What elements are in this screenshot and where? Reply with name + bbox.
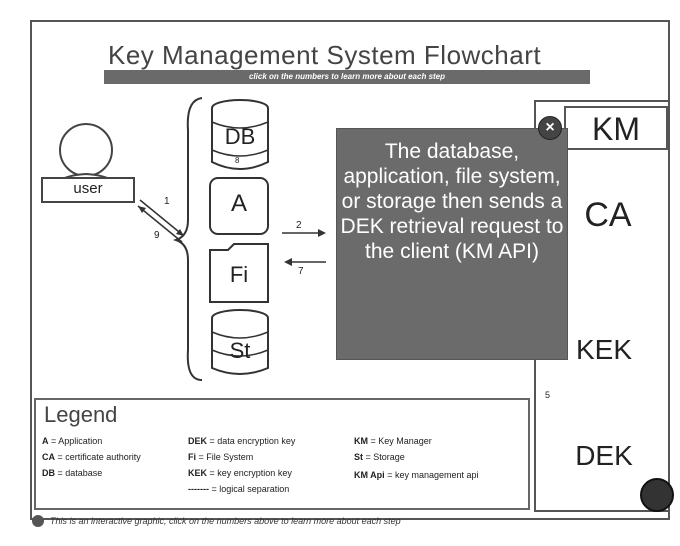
ca-label: CA [584,196,632,234]
file-system-folder-icon[interactable] [209,243,269,303]
application-box[interactable] [209,177,269,235]
step-number-8[interactable]: 8 [235,156,240,165]
footnote-text: This is an interactive graphic, click on… [50,516,401,526]
arrow-step-7[interactable] [284,258,326,266]
storage-label: St [229,338,251,363]
legend-item: KM Api = key management api [354,470,479,480]
legend-item: CA = certificate authority [42,452,141,462]
kek-label: KEK [575,334,633,365]
arrow-step-1[interactable] [139,199,185,237]
step-number-2[interactable]: 2 [296,220,302,231]
storage-cylinder-icon[interactable] [211,309,269,375]
compass-badge-icon[interactable] [640,478,674,512]
km-header[interactable]: KM [564,106,668,150]
application-label: A [230,190,247,217]
file-system-label: Fi [229,262,249,287]
arrow-step-9[interactable] [137,205,183,243]
step-number-7[interactable]: 7 [298,266,304,277]
user-label: user [73,180,103,197]
db-label: DB [224,124,256,149]
legend-item: KM = Key Manager [354,436,432,446]
curly-brace [172,97,203,381]
arrow-step-2[interactable] [282,229,326,237]
legend-item: DB = database [42,468,103,478]
db-cylinder-icon[interactable] [211,99,269,170]
legend-item: KEK = key encryption key [188,468,292,478]
diagram-subtitle: click on the numbers to learn more about… [104,70,590,84]
user-icon[interactable] [41,123,135,203]
close-icon[interactable]: × [538,116,562,140]
legend-item: Fi = File System [188,452,254,462]
dek-label: DEK [575,440,633,471]
step-number-1[interactable]: 1 [164,196,170,207]
legend-item: DEK = data encryption key [188,436,296,446]
diagram-title: Key Management System Flowchart [108,40,542,70]
info-icon [32,515,44,527]
step-number-9[interactable]: 9 [154,230,160,241]
step-number-5[interactable]: 5 [545,390,551,400]
legend-title: Legend [44,402,118,427]
step-tooltip: The database, application, file system, … [336,128,568,360]
legend-box: Legend A = Application CA = certificate … [34,398,530,510]
legend-item: ------- = logical separation [188,484,290,494]
legend-item: St = Storage [354,452,405,462]
legend-item: A = Application [42,436,103,446]
